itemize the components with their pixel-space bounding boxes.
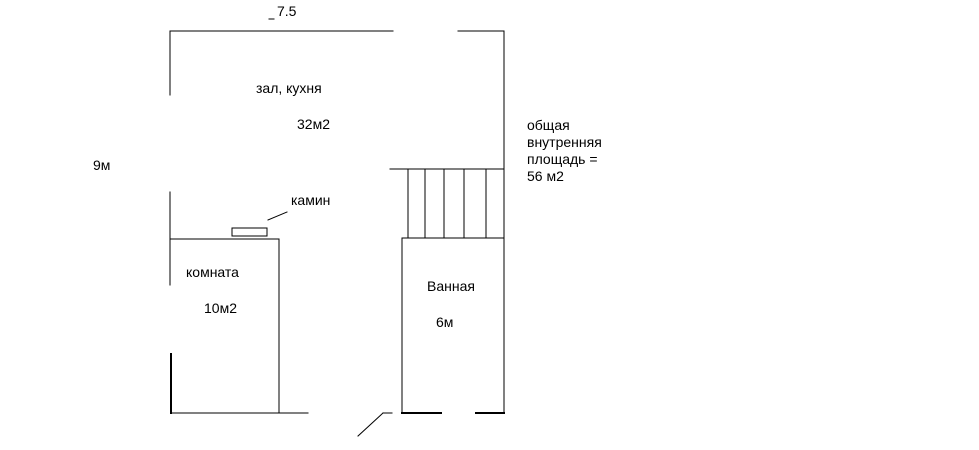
- bath-name-label: Ванная: [427, 278, 475, 294]
- fireplace-pointer: [267, 211, 288, 221]
- total-area-note: общая внутренняя площадь = 56 м2: [527, 117, 602, 185]
- total-area-line: 56 м2: [527, 168, 564, 184]
- width-dimension-label: 7.5: [277, 3, 297, 19]
- fireplace-shape: [231, 227, 268, 237]
- room-area-label: 10м2: [204, 300, 237, 316]
- fireplace-label: камин: [291, 192, 331, 208]
- entrance-door: [357, 412, 384, 437]
- room-name-label: комната: [186, 264, 239, 280]
- hall-name-label: зал, кухня: [256, 80, 322, 96]
- total-area-line: площадь =: [527, 151, 598, 167]
- height-dimension-label: 9м: [93, 157, 111, 173]
- hall-area-label: 32м2: [297, 116, 330, 132]
- total-area-line: внутренняя: [527, 134, 602, 150]
- total-area-line: общая: [527, 117, 570, 133]
- bath-area-label: 6м: [436, 314, 454, 330]
